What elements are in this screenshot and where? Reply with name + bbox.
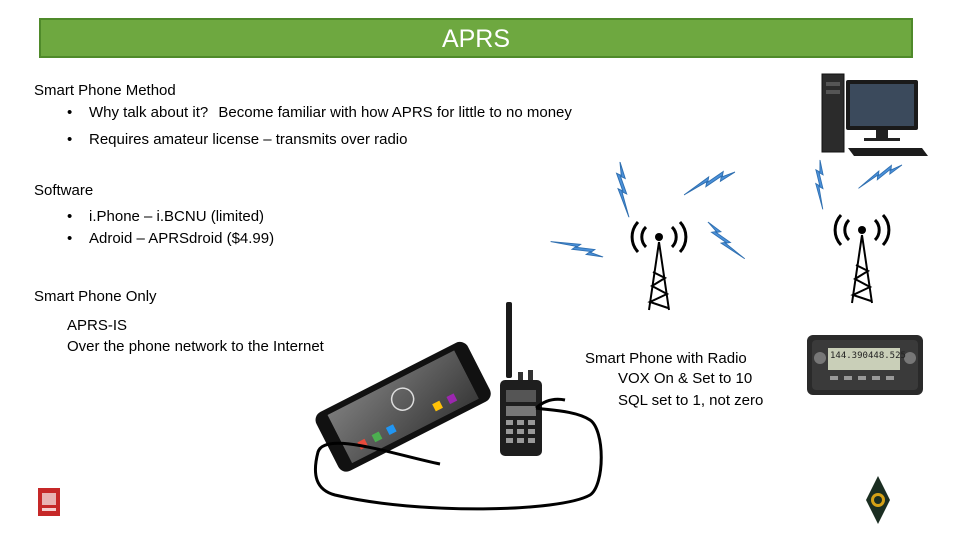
section-heading-smart-phone-method: Smart Phone Method bbox=[34, 82, 176, 99]
bullet-extra-text: Become familiar with how APRS for little… bbox=[218, 104, 572, 121]
bullet-dot: • bbox=[67, 104, 73, 121]
bullet-text: Requires amateur license – transmits ove… bbox=[89, 131, 408, 148]
desktop-computer-icon bbox=[821, 73, 928, 156]
sql-setting-label: SQL set to 1, not zero bbox=[618, 392, 764, 409]
book-logo-icon bbox=[38, 488, 60, 516]
bullet-text: Why talk about it? bbox=[89, 104, 209, 121]
phone-network-label: Over the phone network to the Internet bbox=[67, 338, 324, 355]
radio-tower-icon bbox=[630, 220, 688, 311]
smartphone-icon bbox=[315, 341, 491, 472]
aprs-is-label: APRS-IS bbox=[67, 317, 128, 334]
bullet-dot: • bbox=[67, 230, 73, 247]
bullet-dot: • bbox=[67, 131, 73, 148]
section-heading-smart-phone-only: Smart Phone Only bbox=[34, 288, 157, 305]
radio-tower-icon bbox=[833, 213, 891, 304]
vox-setting-label: VOX On & Set to 10 bbox=[618, 370, 753, 387]
section-heading-smart-phone-radio: Smart Phone with Radio bbox=[585, 350, 747, 367]
bullet-why-talk: • Why talk about it? Become familiar with… bbox=[67, 104, 572, 121]
mobile-radio-icon: 144.390 448.525 bbox=[806, 334, 924, 396]
bullet-requires-license: • Requires amateur license – transmits ov… bbox=[67, 131, 407, 148]
arrl-diamond-logo-icon bbox=[866, 476, 890, 524]
section-heading-software: Software bbox=[34, 182, 94, 199]
title-bar: APRS bbox=[39, 18, 913, 58]
radio-freq-b: 448.525 bbox=[868, 351, 906, 361]
bullet-text: Adroid – APRSdroid ($4.99) bbox=[89, 230, 275, 247]
bullet-android: • Adroid – APRSdroid ($4.99) bbox=[67, 230, 274, 247]
handheld-radio-icon bbox=[500, 302, 542, 456]
bullet-text: i.Phone – i.BCNU (limited) bbox=[89, 208, 265, 225]
bullet-iphone: • i.Phone – i.BCNU (limited) bbox=[67, 208, 264, 225]
radio-freq-a: 144.390 bbox=[830, 351, 868, 361]
bullet-dot: • bbox=[67, 208, 73, 225]
slide-title: APRS bbox=[441, 25, 511, 53]
